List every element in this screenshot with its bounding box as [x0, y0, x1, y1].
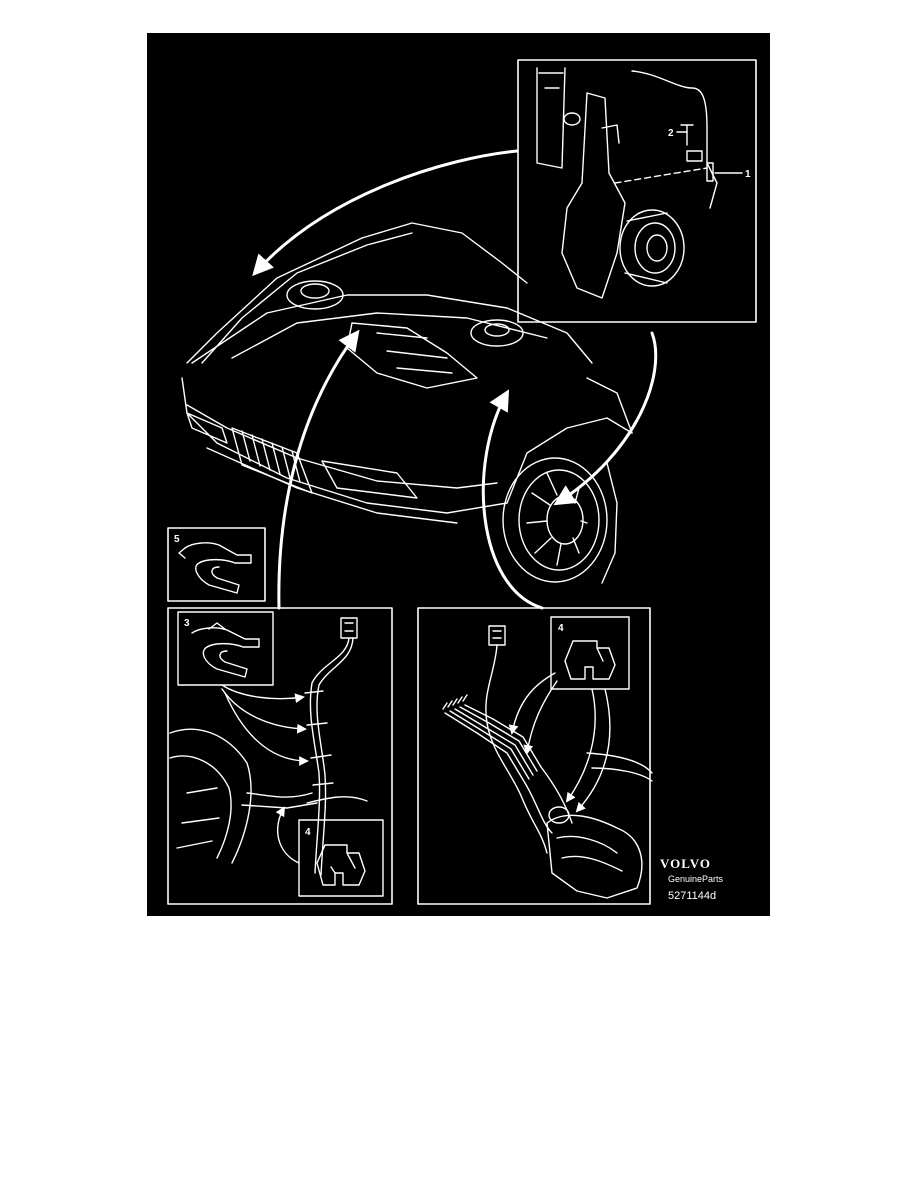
brand-block: VOLVO GenuineParts 5271144d	[660, 856, 750, 902]
inset-harness-right: 4	[417, 607, 653, 905]
diagram-figure: 1 2 5 3 4	[147, 33, 770, 916]
brand-tagline: GenuineParts	[668, 874, 724, 884]
callout-2: 2	[668, 128, 674, 139]
diagram-svg: 1 2 5 3 4	[167, 59, 757, 905]
callout-3: 3	[184, 618, 190, 629]
callout-1: 1	[745, 169, 751, 180]
figure-code: 5271144d	[668, 890, 717, 902]
callout-4-left: 4	[305, 827, 311, 838]
inset-harness-left: 3 4	[167, 607, 393, 905]
inset-wheel-sensor: 1 2	[517, 59, 757, 323]
callout-4-right: 4	[558, 623, 564, 634]
inset-clip-5: 5	[167, 527, 266, 602]
callout-5: 5	[174, 534, 180, 545]
volvo-logo: VOLVO	[660, 856, 711, 871]
car-front-view	[181, 222, 633, 584]
connector-arrows	[252, 149, 658, 610]
